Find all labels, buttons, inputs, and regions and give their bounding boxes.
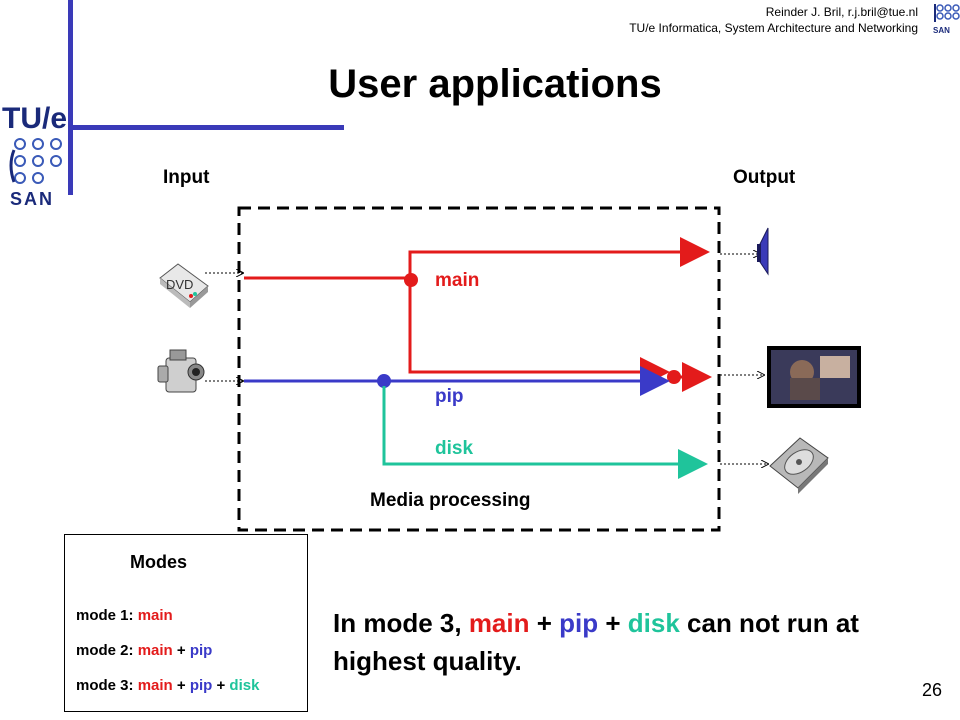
conclusion-disk: disk (627, 608, 680, 638)
mode-line-1: mode 1: main (76, 607, 173, 624)
san-small-logo-icon (934, 4, 960, 22)
mode-line-3: mode 3: main + pip + disk (76, 677, 259, 694)
san-logo-icon (9, 138, 62, 184)
conclusion-plus-2: + (598, 608, 628, 638)
mode-part: + (212, 677, 230, 694)
input-label: Input (163, 167, 210, 188)
dvd-icon (159, 263, 209, 308)
mode-prefix: mode 3: (76, 677, 138, 694)
mode-part: main (137, 677, 173, 694)
conclusion-pip: pip (559, 608, 599, 638)
main-stream-label: main (435, 270, 480, 291)
tue-logo: TU/e (2, 102, 67, 135)
disk-stream-label: disk (435, 438, 474, 459)
modes-box (64, 534, 308, 712)
mode-part: pip (189, 677, 213, 694)
mode-part: pip (189, 642, 213, 659)
conclusion-prefix: In mode 3, (333, 608, 469, 638)
mode-part: main (137, 642, 173, 659)
conclusion-main: main (468, 608, 530, 638)
camcorder-icon (157, 349, 205, 393)
pip-split-node (377, 374, 391, 388)
page-number: 26 (921, 680, 942, 700)
speaker-icon (757, 227, 769, 276)
main-stream-path (244, 237, 712, 392)
tv-screen-icon (767, 346, 861, 408)
slide-title: User applications (328, 62, 662, 106)
tue-logo-text: TU/e (2, 102, 67, 135)
mode-part: main (137, 607, 173, 624)
conclusion-plus-1: + (529, 608, 560, 638)
main-split-node (404, 273, 418, 287)
conclusion-suffix: can not run at highest quality. (333, 608, 859, 676)
modes-title: Modes (130, 552, 188, 572)
affiliation-line: TU/e Informatica, System Architecture an… (629, 21, 918, 35)
mode-part: + (172, 677, 190, 694)
output-label: Output (733, 167, 796, 188)
media-processing-box (237, 206, 721, 532)
media-processing-label: Media processing (370, 490, 531, 511)
hard-disk-icon (769, 437, 829, 494)
horizontal-accent-bar (68, 125, 344, 130)
header-author-block: Reinder J. Bril, r.j.bril@tue.nl TU/e In… (629, 4, 918, 36)
san-logo-text: SAN (10, 189, 54, 209)
conclusion-text: In mode 3, main + pip + disk can not run… (333, 604, 903, 680)
dvd-label: DVD (166, 277, 193, 292)
disk-stream-path (382, 386, 708, 479)
mode-prefix: mode 2: (76, 642, 138, 659)
mode-part: disk (229, 677, 260, 694)
pip-stream-label: pip (435, 386, 464, 407)
mode-line-2: mode 2: main + pip (76, 642, 212, 659)
main-merge-node (667, 370, 681, 384)
author-line: Reinder J. Bril, r.j.bril@tue.nl (765, 5, 918, 19)
mode-part: + (172, 642, 190, 659)
mode-prefix: mode 1: (76, 607, 138, 624)
vertical-accent-bar (68, 0, 73, 195)
san-small-logo-text: SAN (933, 26, 950, 35)
